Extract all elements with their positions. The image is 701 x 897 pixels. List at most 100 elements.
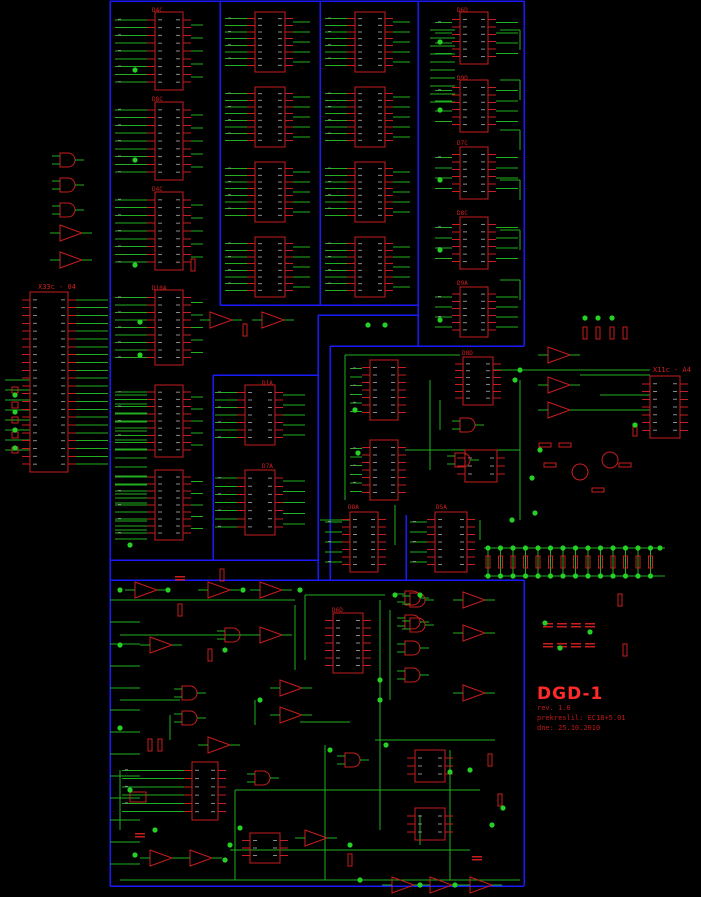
resistor [523, 555, 528, 569]
junction-dot [132, 262, 138, 268]
net-tag [118, 65, 121, 67]
pin-label [481, 176, 485, 178]
pin-label [378, 38, 382, 40]
pin-label [158, 117, 162, 119]
junction-dot [622, 573, 629, 579]
net-tag [228, 119, 231, 121]
pin-label [336, 657, 340, 659]
pin-label [358, 99, 362, 101]
connector-pin [11, 416, 19, 424]
pin-label [176, 413, 180, 415]
pin-label [481, 56, 485, 58]
pin-label [278, 208, 282, 210]
resistor [558, 442, 572, 448]
junction-dot [510, 545, 516, 551]
pin-label [258, 44, 262, 46]
pin-label [158, 148, 162, 150]
pin-label [481, 109, 485, 111]
net-tag [328, 44, 331, 46]
memory-chip [254, 11, 286, 73]
resistor [219, 568, 225, 582]
junction-dot [12, 445, 18, 451]
pin-label [460, 541, 464, 543]
pin-label [258, 168, 262, 170]
junction-dot [522, 545, 529, 551]
pin-label [463, 315, 467, 317]
junction-dot [542, 620, 548, 626]
pin-label [248, 429, 252, 431]
junction-dot [12, 392, 18, 398]
pin-label [358, 263, 362, 265]
pin-label [158, 109, 162, 111]
junction-dot [382, 322, 388, 328]
pin-label [460, 549, 464, 550]
pin-label [33, 354, 37, 356]
pin-label [653, 383, 657, 385]
pin-label [61, 369, 65, 371]
pin-label [176, 81, 180, 83]
pin-label [253, 847, 257, 849]
pin-label [158, 214, 162, 216]
pin-label [481, 161, 485, 163]
pin-label [466, 377, 470, 379]
pin-label [378, 289, 382, 291]
junction-dot [452, 882, 458, 888]
pin-label [176, 34, 180, 36]
crystal [129, 791, 147, 803]
pin-label [460, 564, 464, 565]
net-tag [118, 198, 121, 200]
transistor [601, 451, 619, 469]
pin-label [176, 117, 180, 119]
pin-label [438, 526, 442, 528]
net-tag [328, 119, 331, 121]
junction-dot [447, 769, 453, 775]
pin-label [258, 174, 262, 176]
pin-label [33, 424, 37, 426]
net-tag [228, 242, 231, 244]
net-tag [353, 481, 356, 483]
pin-label [481, 86, 485, 88]
junction-dot [437, 247, 443, 253]
junction-dot [582, 315, 588, 321]
pin-label [438, 831, 442, 833]
pin-label [158, 442, 162, 444]
net-tag [328, 256, 331, 257]
pin-label [33, 330, 37, 332]
pin-label [258, 283, 262, 285]
chip-label-d5a: D5A [436, 504, 447, 511]
pin-label [278, 31, 282, 33]
resistor [635, 555, 641, 569]
pin-label [463, 56, 467, 58]
pin-label [371, 564, 375, 565]
net-tag [118, 311, 121, 313]
pin-label [378, 64, 382, 66]
pin-label [481, 246, 485, 248]
junction-dot [377, 697, 383, 703]
pin-label [258, 133, 262, 135]
pin-label [463, 161, 467, 163]
pin-label [378, 93, 382, 95]
pin-label [33, 369, 37, 371]
pin-label [278, 24, 282, 26]
pin-label [158, 420, 162, 422]
junction-dot [529, 475, 535, 481]
pin-label [418, 831, 422, 833]
pin-label [378, 201, 382, 203]
pin-label [353, 549, 357, 550]
memory-chip [354, 86, 386, 148]
pin-label [653, 406, 657, 408]
pin-label [356, 650, 360, 651]
pin-label [373, 367, 377, 368]
pin-label [278, 269, 282, 271]
junction-dot [152, 827, 158, 833]
buffer-gate [189, 849, 214, 867]
pin-label [195, 811, 199, 813]
and-gate [59, 152, 76, 168]
inverter-gate [429, 876, 454, 894]
buffer-gate [259, 581, 284, 599]
and-gate [59, 202, 76, 218]
net-tag [125, 785, 128, 787]
net-tag [228, 106, 231, 107]
pin-label [490, 473, 494, 475]
